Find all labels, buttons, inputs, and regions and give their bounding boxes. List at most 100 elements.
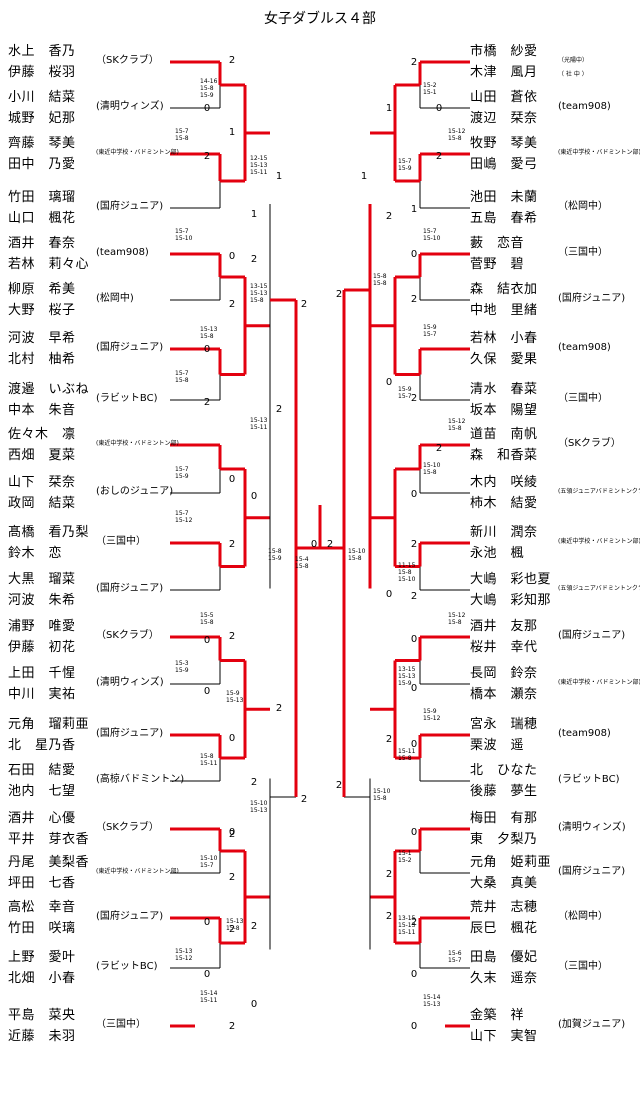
- left-player-name: 高松 幸音: [8, 900, 76, 915]
- left-player-name: 山下 栞奈: [8, 475, 76, 490]
- left-club-name: （三国中）: [96, 536, 146, 547]
- right-club-name: （三国中）: [558, 393, 608, 404]
- match-score: 0: [410, 634, 418, 645]
- left-player-name: 山口 楓花: [8, 211, 76, 226]
- right-player-name: 元角 姫莉亜: [470, 855, 552, 870]
- right-player-name: 大桑 真美: [470, 876, 538, 891]
- match-score: 0: [410, 489, 418, 500]
- left-player-name: 元角 瑠莉亜: [8, 717, 90, 732]
- game-score: 15-11 15-8: [398, 748, 416, 762]
- right-player-name: 栗波 遥: [470, 738, 525, 753]
- match-score: 1: [385, 103, 393, 114]
- right-player-name: 長岡 鈴奈: [470, 666, 538, 681]
- left-club-name: (国府ジュニア): [96, 911, 164, 922]
- match-score: 0: [228, 827, 236, 838]
- right-club-name: (五領ジュニアバドミントンクラブ): [558, 488, 640, 495]
- left-club-name: (国府ジュニア): [96, 728, 164, 739]
- right-club-name: (国府ジュニア): [558, 630, 626, 641]
- right-player-name: 梅田 有那: [470, 811, 538, 826]
- right-player-name: 山田 蒼依: [470, 90, 538, 105]
- match-score: 1: [228, 127, 236, 138]
- game-score: 15-1 15-2: [398, 850, 412, 864]
- match-score: 0: [410, 1021, 418, 1032]
- right-club-name: (team908): [558, 101, 611, 112]
- match-score: 0: [385, 589, 393, 600]
- right-player-name: 牧野 琴美: [470, 136, 538, 151]
- game-score: 15-7 15-9: [175, 466, 189, 480]
- left-club-name: (ラビットBC): [96, 393, 158, 404]
- game-score: 15-12 15-8: [448, 128, 466, 142]
- right-player-name: 金築 祥: [470, 1008, 525, 1023]
- left-player-name: 平島 菜央: [8, 1008, 76, 1023]
- match-score: 1: [410, 204, 418, 215]
- match-score: 2: [435, 151, 443, 162]
- match-score: 2: [385, 869, 393, 880]
- match-score: 0: [310, 539, 318, 550]
- match-score: 1: [360, 171, 368, 182]
- right-player-name: 道苗 南帆: [470, 427, 538, 442]
- match-score: 2: [228, 829, 236, 840]
- right-player-name: 辰巳 楓花: [470, 921, 538, 936]
- match-score: 0: [228, 733, 236, 744]
- right-club-name: （松岡中）: [558, 201, 608, 212]
- right-club-name: (team908): [558, 728, 611, 739]
- left-player-name: 大野 桜子: [8, 303, 76, 318]
- left-player-name: 近藤 未羽: [8, 1029, 76, 1044]
- right-club-name: （松岡中）: [558, 911, 608, 922]
- left-player-name: 河波 朱希: [8, 593, 76, 608]
- right-player-name: 中地 里緒: [470, 303, 538, 318]
- match-score: 2: [275, 703, 283, 714]
- match-score: 0: [435, 103, 443, 114]
- right-club-name: (ラビットBC): [558, 774, 620, 785]
- right-player-name: 永池 楓: [470, 546, 525, 561]
- match-score: 0: [203, 103, 211, 114]
- match-score: 0: [410, 739, 418, 750]
- right-player-name: 市橋 紗愛: [470, 44, 538, 59]
- match-score: 2: [228, 924, 236, 935]
- left-player-name: 水上 香乃: [8, 44, 76, 59]
- match-score: 0: [203, 969, 211, 980]
- right-player-name: 森 結衣加: [470, 282, 538, 297]
- game-score: 15-7 15-10: [175, 228, 193, 242]
- right-club-name: （三国中）: [558, 247, 608, 258]
- game-score: 15-7 15-10: [423, 228, 441, 242]
- left-player-name: 伊藤 初花: [8, 640, 76, 655]
- left-club-name: （SKクラブ）: [96, 630, 159, 641]
- right-club-name: (東近中学校・バドミントン部): [558, 679, 640, 686]
- left-club-name: (清明ウィンズ): [96, 101, 164, 112]
- left-player-name: 鈴木 恋: [8, 546, 63, 561]
- left-player-name: 佐々木 凛: [8, 427, 76, 442]
- left-club-name: （三国中）: [96, 1019, 146, 1030]
- right-player-name: 五島 春希: [470, 211, 538, 226]
- game-score: 15-2 15-1: [423, 82, 437, 96]
- match-score: 2: [228, 631, 236, 642]
- right-player-name: 北 ひなた: [470, 763, 538, 778]
- right-club-name: (team908): [558, 342, 611, 353]
- left-club-name: (東近中学校・バドミントン部): [96, 149, 179, 156]
- right-player-name: 木津 風月: [470, 65, 538, 80]
- left-player-name: 田中 乃愛: [8, 157, 76, 172]
- right-club-name: （三国中）: [558, 961, 608, 972]
- game-score: 15-13 15-8: [200, 326, 218, 340]
- game-score: 13-15 15-13 15-11: [398, 915, 416, 936]
- left-player-name: 丹尾 美梨香: [8, 855, 90, 870]
- left-player-name: 西畑 夏菜: [8, 448, 76, 463]
- right-player-name: 久保 愛果: [470, 352, 538, 367]
- game-score: 15-14 15-13: [423, 994, 441, 1008]
- match-score: 2: [228, 1021, 236, 1032]
- game-score: 12-15 15-13 15-11: [250, 155, 268, 176]
- match-score: 2: [385, 911, 393, 922]
- right-player-name: 酒井 友那: [470, 619, 538, 634]
- match-score: 2: [228, 872, 236, 883]
- match-score: 2: [385, 211, 393, 222]
- game-score: 15-7 15-8: [175, 128, 189, 142]
- right-player-name: 森 和香菜: [470, 448, 538, 463]
- game-score: 15-9 15-7: [423, 324, 437, 338]
- left-club-name: (清明ウィンズ): [96, 677, 164, 688]
- left-club-name: (東近中学校・バドミントン部): [96, 440, 179, 447]
- match-score: 2: [410, 57, 418, 68]
- left-player-name: 中本 朱音: [8, 403, 76, 418]
- left-player-name: 伊藤 桜羽: [8, 65, 76, 80]
- left-club-name: (高椋バドミントン): [96, 774, 185, 785]
- left-player-name: 上野 愛叶: [8, 950, 76, 965]
